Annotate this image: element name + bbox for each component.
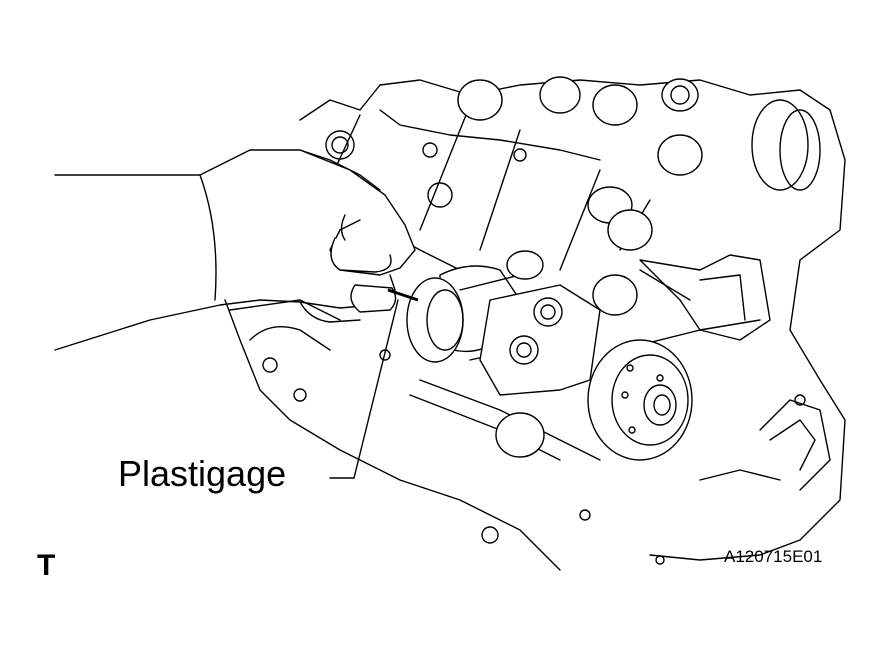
plastigage-strip (329, 288, 419, 479)
right-bracket (639, 254, 771, 341)
head-bolt-holes (262, 130, 806, 565)
view-letter: T (37, 549, 56, 582)
valve-lifters (457, 76, 821, 458)
bearing-cap (479, 250, 601, 396)
cam-sprocket (587, 339, 693, 461)
technician-hand (54, 149, 416, 351)
plastigage-label: Plastigage (118, 453, 287, 494)
figure-code: A120715E01 (724, 547, 823, 566)
